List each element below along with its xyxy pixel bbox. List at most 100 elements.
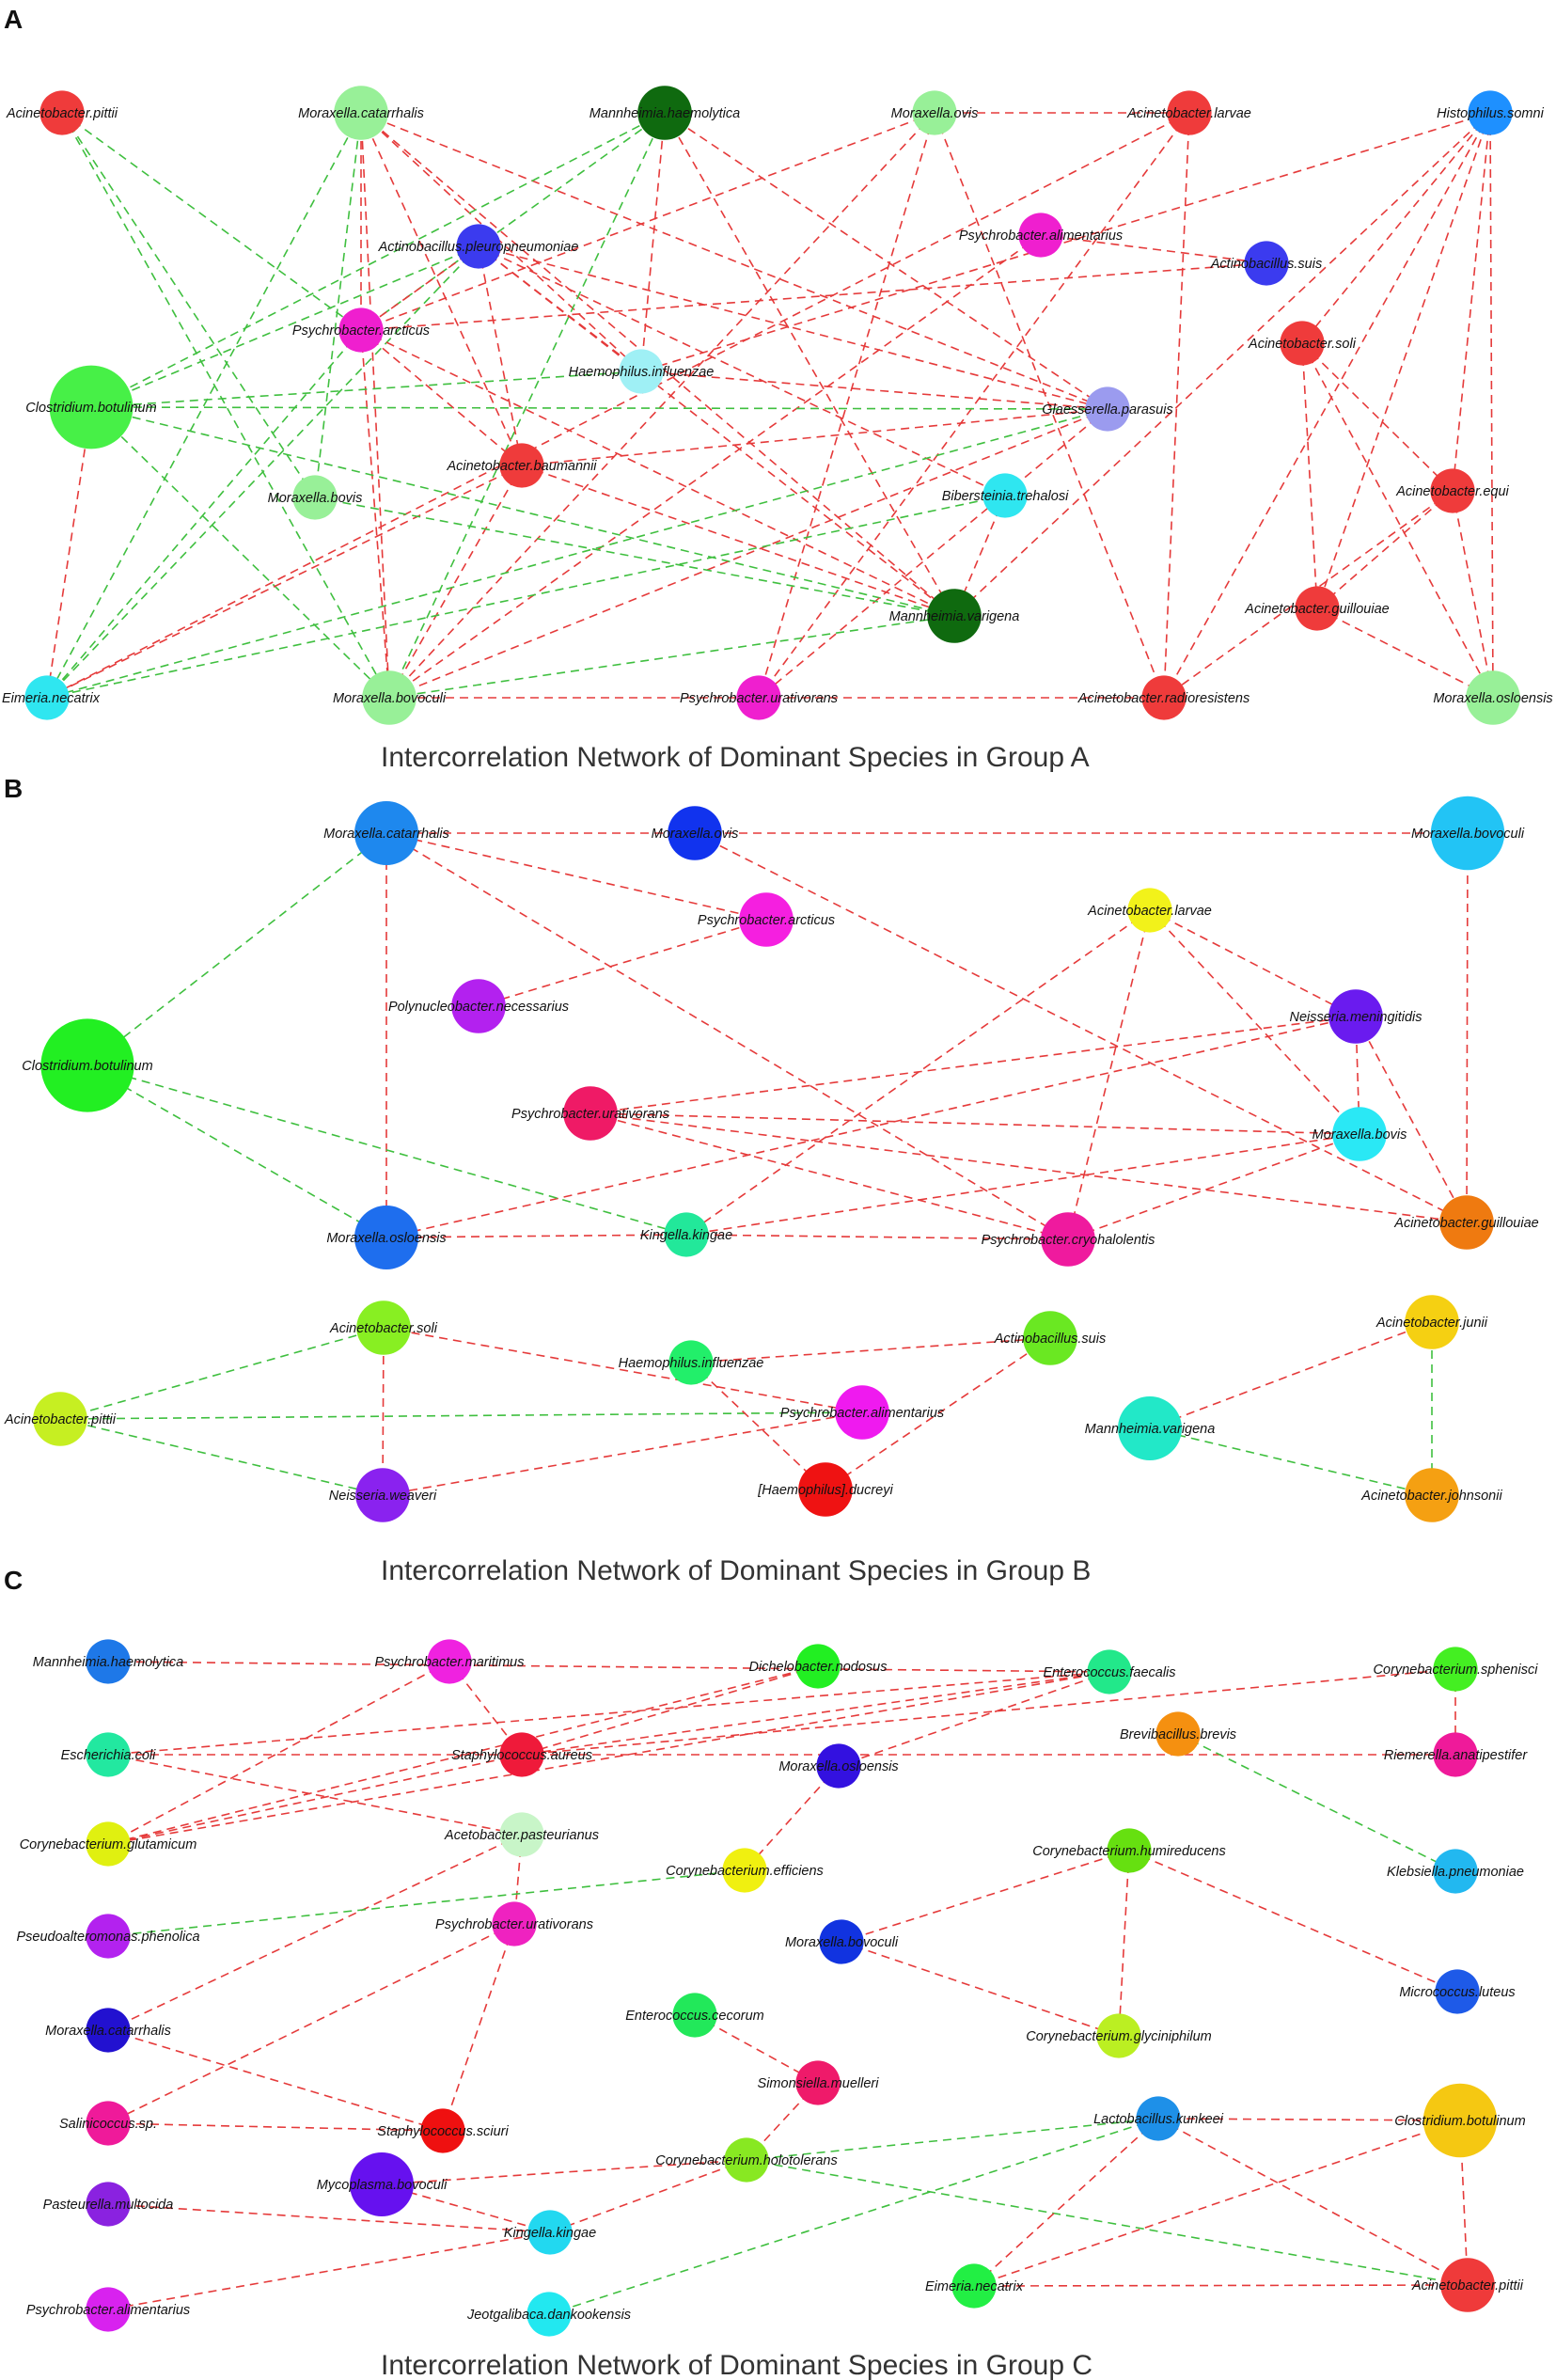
node-circle[interactable]: [350, 2152, 414, 2216]
node-circle[interactable]: [798, 1462, 853, 1517]
node-c_mosloensis[interactable]: Moraxella.osloensis: [778, 1743, 899, 1789]
node-c_dnodosus[interactable]: Dichelobacter.nodosus: [749, 1644, 888, 1689]
node-circle[interactable]: [563, 1086, 618, 1141]
node-a_mvarigena[interactable]: Mannheimia.varigena: [889, 589, 1020, 643]
node-b_hinfluenzae[interactable]: Haemophilus.influenzae: [619, 1340, 764, 1385]
node-c_cefficiens[interactable]: Corynebacterium.efficiens: [666, 1848, 824, 1893]
node-circle[interactable]: [835, 1385, 889, 1440]
node-c_cglutamicum[interactable]: Corynebacterium.glutamicum: [20, 1821, 197, 1867]
node-c_mhaemolytica[interactable]: Mannheimia.haemolytica: [33, 1639, 183, 1684]
node-circle[interactable]: [1107, 1828, 1152, 1873]
node-circle[interactable]: [1440, 2258, 1495, 2312]
node-circle[interactable]: [492, 1901, 537, 1947]
node-c_enecatrix[interactable]: Eimeria.necatrix: [925, 2263, 1024, 2309]
node-circle[interactable]: [356, 1300, 411, 1355]
node-c_pphenolica[interactable]: Pseudoalteromonas.phenolica: [16, 1914, 200, 1959]
node-b_purativorans[interactable]: Psychrobacter.urativorans: [511, 1086, 669, 1141]
node-a_aequi[interactable]: Acinetobacter.equi: [1395, 468, 1510, 513]
node-c_smuelleri[interactable]: Simonsiella.muelleri: [758, 2060, 880, 2105]
node-a_mbovis[interactable]: Moraxella.bovis: [268, 475, 363, 520]
node-c_ececorum[interactable]: Enterococcus.cecorum: [625, 1993, 764, 2038]
node-b_mcatarrhalis[interactable]: Moraxella.catarrhalis: [323, 801, 449, 865]
node-circle[interactable]: [1167, 90, 1212, 135]
node-a_asoli[interactable]: Acinetobacter.soli: [1248, 321, 1357, 366]
node-c_ecoli[interactable]: Escherichia.coli: [61, 1732, 157, 1777]
node-a_parcticus[interactable]: Psychrobacter.arcticus: [292, 307, 430, 353]
node-c_purativorans[interactable]: Psychrobacter.urativorans: [435, 1901, 593, 1947]
node-circle[interactable]: [927, 589, 982, 643]
node-a_aguillouiae[interactable]: Acinetobacter.guillouiae: [1244, 586, 1390, 631]
node-circle[interactable]: [1041, 1212, 1095, 1267]
node-circle[interactable]: [527, 2292, 572, 2337]
node-circle[interactable]: [1405, 1295, 1459, 1349]
node-circle[interactable]: [1295, 586, 1340, 631]
node-c_kkingae[interactable]: Kingella.kingae: [504, 2210, 596, 2255]
node-circle[interactable]: [86, 2182, 131, 2227]
node-circle[interactable]: [664, 1212, 709, 1257]
node-circle[interactable]: [819, 1919, 864, 1964]
node-circle[interactable]: [672, 1993, 717, 2038]
node-b_nweaveri[interactable]: Neisseria.weaveri: [329, 1468, 437, 1522]
node-circle[interactable]: [816, 1743, 861, 1789]
node-circle[interactable]: [1018, 213, 1063, 258]
node-circle[interactable]: [355, 1468, 410, 1522]
node-a_btrehalosi[interactable]: Bibersteinia.trehalosi: [942, 473, 1069, 518]
node-circle[interactable]: [86, 2101, 131, 2146]
node-b_asuis[interactable]: Actinobacillus.suis: [994, 1311, 1106, 1365]
node-circle[interactable]: [427, 1639, 472, 1684]
node-a_apleuro[interactable]: Actinobacillus.pleuropneumoniae: [378, 224, 579, 269]
node-b_ajohnsonii[interactable]: Acinetobacter.johnsonii: [1360, 1468, 1502, 1522]
node-circle[interactable]: [86, 2287, 131, 2332]
node-a_alarvae[interactable]: Acinetobacter.larvae: [1126, 90, 1251, 135]
node-circle[interactable]: [420, 2108, 465, 2153]
node-circle[interactable]: [451, 979, 506, 1033]
node-b_movis[interactable]: Moraxella.ovis: [652, 806, 739, 860]
node-b_palimentarius[interactable]: Psychrobacter.alimentarius: [780, 1385, 944, 1440]
node-c_pmultocida[interactable]: Pasteurella.multocida: [43, 2182, 174, 2227]
node-c_saureus[interactable]: Staphylococcus.aureus: [451, 1732, 592, 1777]
node-c_apasteurianus[interactable]: Acetobacter.pasteurianus: [444, 1812, 599, 1857]
node-circle[interactable]: [40, 1018, 134, 1112]
node-b_asoli[interactable]: Acinetobacter.soli: [329, 1300, 438, 1355]
node-c_mluteus[interactable]: Micrococcus.luteus: [1399, 1969, 1516, 2014]
node-circle[interactable]: [736, 675, 781, 720]
node-circle[interactable]: [86, 1639, 131, 1684]
node-a_cbotulinum[interactable]: Clostridium.botulinum: [25, 365, 157, 449]
node-a_enecatrix[interactable]: Eimeria.necatrix: [2, 675, 101, 720]
node-circle[interactable]: [1023, 1311, 1077, 1365]
node-c_mbovoculi[interactable]: Moraxella.bovoculi: [785, 1919, 899, 1964]
node-b_mbovis[interactable]: Moraxella.bovis: [1312, 1107, 1407, 1161]
node-circle[interactable]: [912, 90, 957, 135]
node-c_ssciuri[interactable]: Staphylococcus.sciuri: [377, 2108, 509, 2153]
node-circle[interactable]: [499, 1732, 544, 1777]
node-a_mbovoculi[interactable]: Moraxella.bovoculi: [333, 670, 447, 725]
node-c_ranatipestifer[interactable]: Riemerella.anatipestifer: [1384, 1732, 1528, 1777]
node-circle[interactable]: [722, 1848, 767, 1893]
node-circle[interactable]: [1405, 1468, 1459, 1522]
node-b_ajunii[interactable]: Acinetobacter.junii: [1375, 1295, 1488, 1349]
node-c_mcatarrhalis[interactable]: Moraxella.catarrhalis: [45, 2008, 171, 2053]
node-circle[interactable]: [1087, 1649, 1132, 1694]
node-circle[interactable]: [668, 1340, 714, 1385]
node-b_kkingae[interactable]: Kingella.kingae: [640, 1212, 732, 1257]
node-circle[interactable]: [982, 473, 1028, 518]
node-circle[interactable]: [1433, 1647, 1478, 1692]
node-circle[interactable]: [1466, 670, 1520, 725]
node-circle[interactable]: [1430, 468, 1475, 513]
node-c_mbovoculi2[interactable]: Mycoplasma.bovoculi: [317, 2152, 448, 2216]
node-c_cglyciniphilum[interactable]: Corynebacterium.glyciniphilum: [1026, 2013, 1212, 2058]
node-c_sp[interactable]: Salinicoccus.sp.: [59, 2101, 157, 2146]
node-circle[interactable]: [39, 90, 85, 135]
node-b_aguillouiae[interactable]: Acinetobacter.guillouiae: [1393, 1195, 1539, 1250]
node-a_aradio[interactable]: Acinetobacter.radioresistens: [1077, 675, 1250, 720]
node-a_mcatarrhalis[interactable]: Moraxella.catarrhalis: [298, 86, 424, 140]
node-circle[interactable]: [1085, 386, 1130, 432]
node-b_pnecessarius[interactable]: Polynucleobacter.necessarius: [388, 979, 569, 1033]
node-circle[interactable]: [739, 892, 794, 947]
node-circle[interactable]: [1433, 1849, 1478, 1894]
node-a_palimentarius[interactable]: Psychrobacter.alimentarius: [959, 213, 1123, 258]
node-circle[interactable]: [338, 307, 384, 353]
node-circle[interactable]: [24, 675, 70, 720]
node-circle[interactable]: [1155, 1711, 1201, 1757]
node-circle[interactable]: [1439, 1195, 1494, 1250]
